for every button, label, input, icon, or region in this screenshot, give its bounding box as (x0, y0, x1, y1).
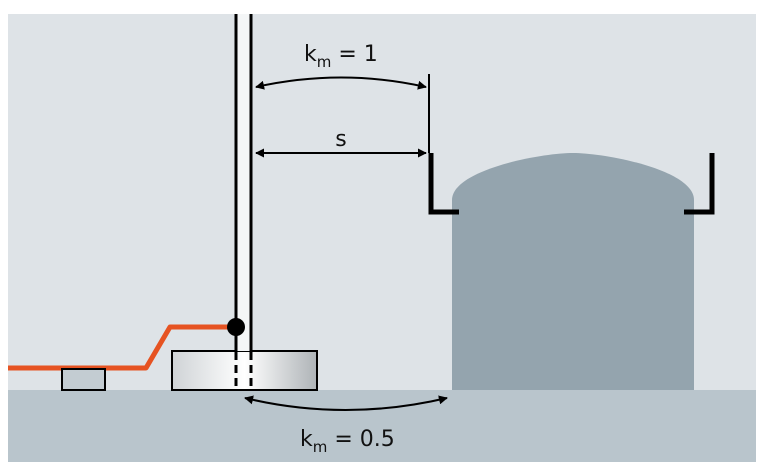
mast-foundation (171, 350, 318, 391)
km-0-5-label: km = 0.5 (300, 427, 395, 456)
storage-tank (452, 153, 694, 390)
connection-point (227, 318, 245, 336)
km-0-5-arc-arrow (244, 395, 448, 411)
km-1-arc-arrow (255, 76, 427, 90)
mast-body (236, 14, 251, 351)
small-foundation (61, 368, 106, 391)
right-tank-bracket (684, 153, 715, 215)
km-1-label: km = 1 (304, 42, 378, 71)
left-tank-bracket (428, 153, 459, 215)
separation-label: s (335, 127, 346, 152)
